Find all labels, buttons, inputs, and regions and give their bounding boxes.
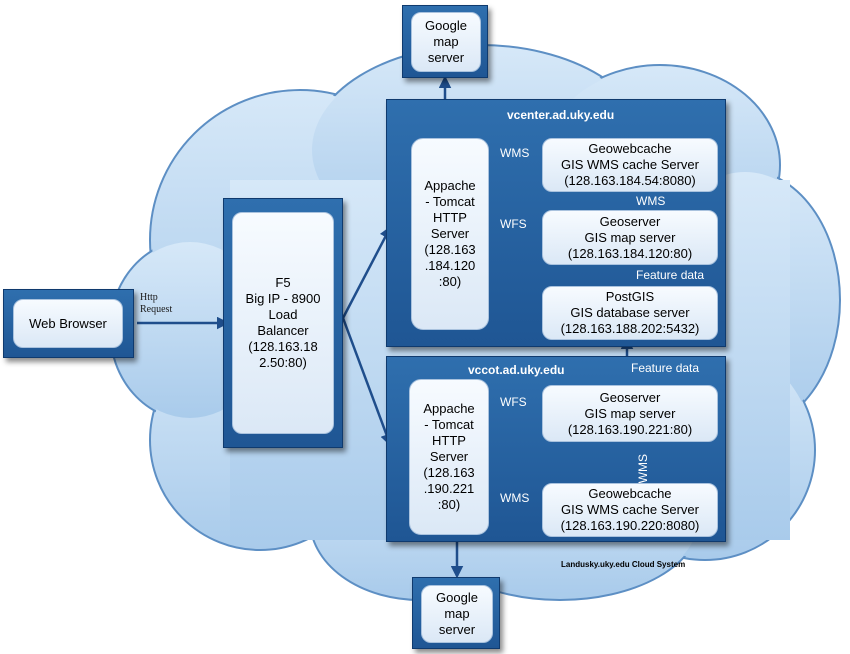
google-top-box: Google map server [402,5,488,78]
f5-node: F5 Big IP - 8900 Load Balancer (128.163.… [232,212,334,434]
postgis-label: PostGIS GIS database server (128.163.188… [560,289,700,336]
vccot-box: vccot.ad.uky.edu Feature data Appache - … [386,356,726,542]
vccot-apache-node: Appache - Tomcat HTTP Server (128.163 .1… [409,379,489,535]
vcenter-title: vcenter.ad.uky.edu [507,108,615,122]
vccot-title: vccot.ad.uky.edu [468,363,565,377]
google-bottom-box: Google map server [412,577,500,649]
vccot-feature-data-label: Feature data [631,361,700,375]
google-top-label: Google map server [425,18,467,65]
vccot-geoserver-node: Geoserver GIS map server (128.163.190.22… [542,385,718,442]
arrow-f5-to-vcenter [341,225,392,319]
vccot-geowebcache-node: Geowebcache GIS WMS cache Server (128.16… [542,483,718,537]
vccot-geowebcache-label: Geowebcache GIS WMS cache Server (128.16… [560,486,700,533]
vcenter-box: vcenter.ad.uky.edu Appache - Tomcat HTTP… [386,99,726,347]
vcenter-wfs-label: WFS [500,217,527,231]
vcenter-geoserver-label: Geoserver GIS map server (128.163.184.12… [567,213,693,261]
vccot-wfs-label: WFS [500,395,527,409]
http-request-label: Http Request [140,292,173,315]
vcenter-apache-label: Appache - Tomcat HTTP Server (128.163 .1… [424,178,476,289]
vccot-geoserver-label: Geoserver GIS map server (128.163.190.22… [567,389,693,437]
google-bottom-label: Google map server [436,590,478,637]
google-bottom-node: Google map server [421,585,493,643]
vcenter-apache-node: Appache - Tomcat HTTP Server (128.163 .1… [411,138,489,330]
f5-label: F5 Big IP - 8900 Load Balancer (128.163.… [245,275,321,370]
vccot-apache-label: Appache - Tomcat HTTP Server (128.163 .1… [423,401,475,512]
google-top-node: Google map server [411,12,481,72]
vccot-wms-vertical-label: WMS [636,454,650,484]
web-browser-box: Web Browser [3,289,134,358]
diagram-caption: Landusky.uky.edu Cloud System [561,560,686,569]
web-browser-label: Web Browser [29,315,107,331]
vccot-wms-label: WMS [500,491,530,505]
vcenter-geowebcache-node: Geowebcache GIS WMS cache Server (128.16… [542,138,718,192]
vcenter-geowebcache-label: Geowebcache GIS WMS cache Server (128.16… [561,141,699,188]
postgis-node: PostGIS GIS database server (128.163.188… [542,286,718,340]
f5-box: F5 Big IP - 8900 Load Balancer (128.163.… [223,198,343,448]
web-browser-node: Web Browser [13,299,123,348]
vcenter-geoserver-node: Geoserver GIS map server (128.163.184.12… [542,210,718,265]
vcenter-wms-vertical-label: WMS [636,194,666,208]
vcenter-wms-label: WMS [500,146,530,160]
arrow-f5-to-vccot [341,317,393,447]
vcenter-feature-data-label: Feature data [636,268,705,282]
